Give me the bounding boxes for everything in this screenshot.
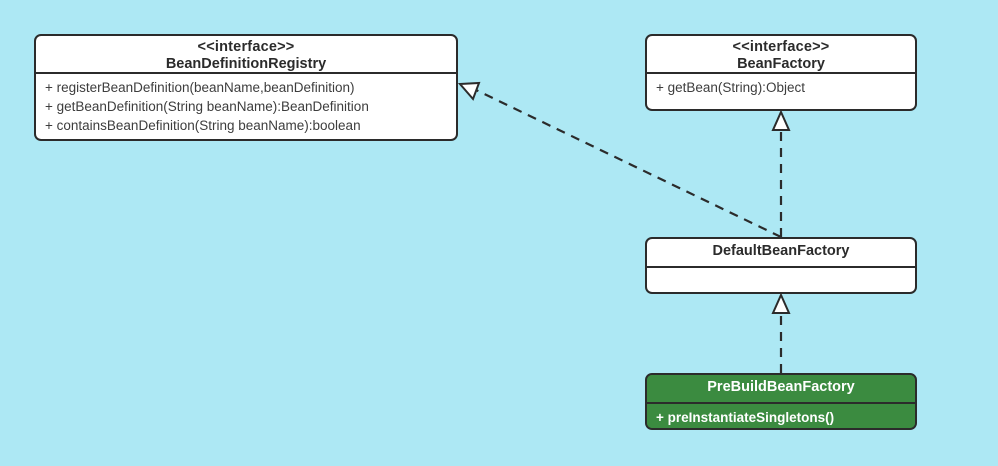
class-members: + registerBeanDefinition(beanName,beanDe… [36, 72, 456, 139]
edge-default-to-beanfactory [771, 109, 791, 237]
class-member: + registerBeanDefinition(beanName,beanDe… [45, 80, 355, 95]
class-stereotype: <<interface>> [732, 39, 830, 55]
class-name: PreBuildBeanFactory [707, 379, 855, 395]
class-name: BeanFactory [737, 56, 825, 72]
class-members [647, 266, 915, 292]
class-header: DefaultBeanFactory [647, 239, 915, 266]
uml-class-bean-factory[interactable]: <<interface>> BeanFactory + getBean(Stri… [645, 34, 917, 111]
class-name: BeanDefinitionRegistry [165, 56, 327, 72]
class-member: + getBean(String):Object [656, 80, 805, 95]
edge-prebuild-to-default [771, 292, 791, 373]
class-member: + containsBeanDefinition(String beanName… [45, 118, 361, 133]
class-members: + getBean(String):Object [647, 72, 915, 102]
uml-class-bean-definition-registry[interactable]: <<interface>> BeanDefinitionRegistry + r… [34, 34, 458, 141]
class-member: + preInstantiateSingletons() [656, 410, 835, 425]
class-member: + getBeanDefinition(String beanName):Bea… [45, 99, 369, 114]
uml-class-pre-build-bean-factory[interactable]: PreBuildBeanFactory + preInstantiateSing… [645, 373, 917, 430]
class-members: + preInstantiateSingletons() [647, 402, 915, 428]
class-header: PreBuildBeanFactory [647, 375, 915, 402]
uml-class-default-bean-factory[interactable]: DefaultBeanFactory [645, 237, 917, 294]
class-header: <<interface>> BeanDefinitionRegistry [36, 36, 456, 72]
class-header: <<interface>> BeanFactory [647, 36, 915, 72]
class-name: DefaultBeanFactory [712, 243, 850, 259]
class-stereotype: <<interface>> [197, 39, 295, 55]
